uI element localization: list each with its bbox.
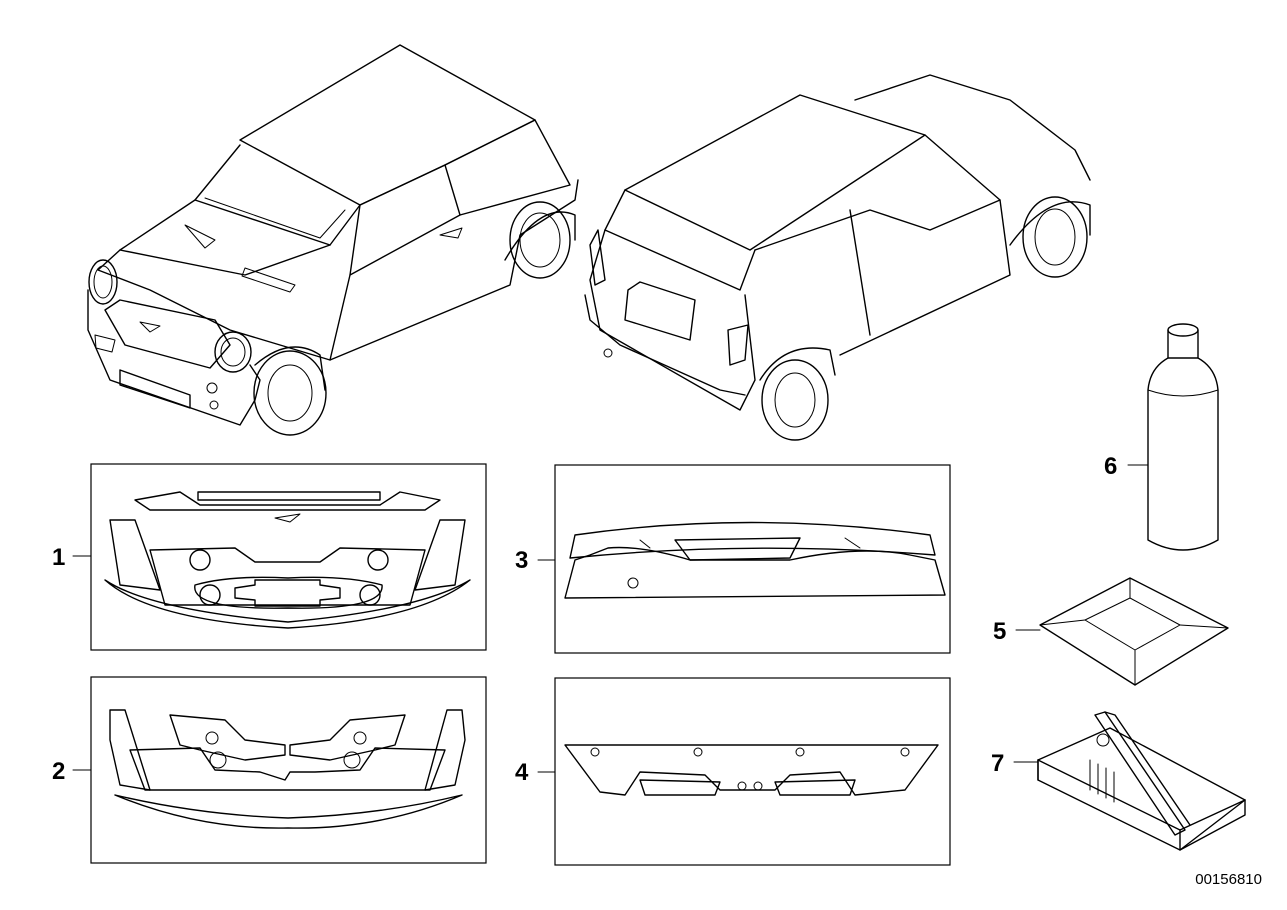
car-front-view-illustration <box>87 44 579 436</box>
callout-1: 1 <box>52 544 65 571</box>
panel-box-4 <box>554 677 951 866</box>
callout-5: 5 <box>993 618 1006 645</box>
front-bumper-foil-1 <box>104 491 471 629</box>
callout-7: 7 <box>991 750 1004 777</box>
panel-box-2 <box>90 676 487 864</box>
callout-4: 4 <box>515 759 529 786</box>
bottle-illustration <box>1147 323 1219 551</box>
callout-2: 2 <box>52 758 65 785</box>
rear-bumper-foil-3 <box>564 521 946 599</box>
rear-bumper-foil-4 <box>564 744 939 796</box>
leader-lines <box>72 464 1149 773</box>
callout-6: 6 <box>1104 453 1117 480</box>
callout-3: 3 <box>515 547 528 574</box>
panel-box-1 <box>90 463 487 651</box>
panel-box-3 <box>554 464 951 654</box>
tray-illustration <box>1039 577 1229 686</box>
reference-number: 00156810 <box>1195 871 1262 888</box>
applicator-kit-illustration <box>1037 711 1246 851</box>
front-bumper-foil-2 <box>109 709 466 829</box>
car-rear-view-illustration <box>584 74 1091 441</box>
